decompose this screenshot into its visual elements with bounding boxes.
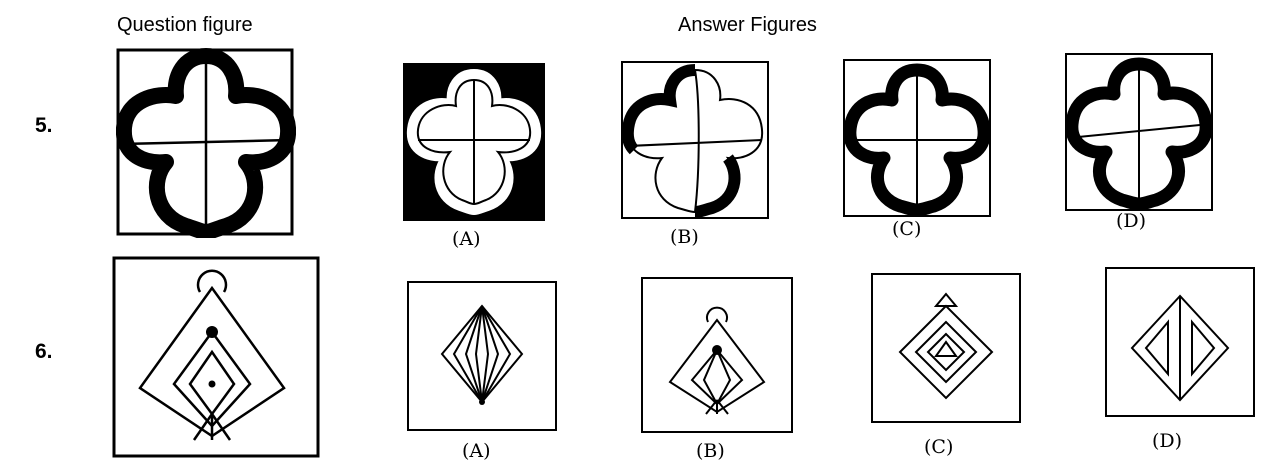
answer-5c-figure: [842, 58, 992, 218]
question-6-figure: [112, 256, 322, 461]
answer-6b-figure: [640, 276, 794, 434]
answer-5b-label: (B): [670, 226, 699, 248]
answer-5c-label: (C): [892, 218, 921, 240]
answer-6a-label: (A): [462, 440, 491, 462]
answer-6d-figure: [1104, 266, 1256, 418]
answer-5d-figure: [1064, 52, 1214, 212]
answer-6b-label: (B): [696, 440, 725, 462]
question-number-5: 5.: [35, 114, 53, 138]
question-figure-header: Question figure: [117, 14, 253, 37]
answer-5a-label: (A): [452, 228, 481, 250]
answer-6a-figure: [406, 280, 558, 432]
answer-6c-figure: [870, 272, 1022, 424]
answer-6c-label: (C): [924, 436, 953, 458]
answer-5b-figure: [620, 60, 770, 220]
answer-5a-figure: [402, 62, 546, 222]
answer-6d-label: (D): [1152, 430, 1182, 452]
question-5-figure: [116, 48, 296, 238]
question-number-6: 6.: [35, 340, 53, 364]
answer-figures-header: Answer Figures: [678, 14, 817, 37]
answer-5d-label: (D): [1116, 210, 1146, 232]
